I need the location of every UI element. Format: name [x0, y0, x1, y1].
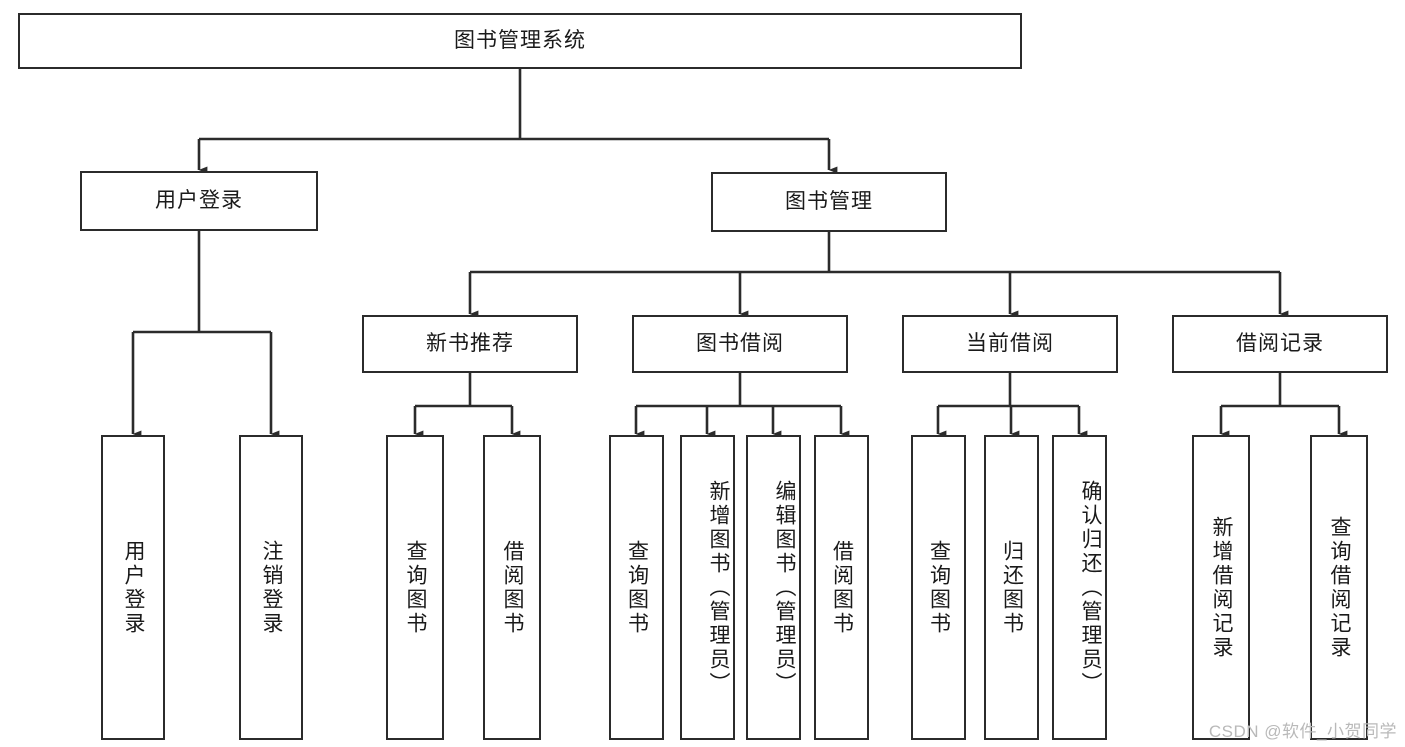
node-label: 查询图书 [404, 539, 427, 636]
node-label: 借阅记录 [1236, 332, 1324, 356]
node-leaf-query-book-3[interactable]: 查询图书 [911, 435, 966, 740]
node-leaf-borrow-book-1[interactable]: 借阅图书 [483, 435, 541, 740]
node-label: 当前借阅 [966, 332, 1054, 356]
node-leaf-logout-login[interactable]: 注销登录 [239, 435, 303, 740]
node-label: 编辑图书（管理员） [773, 479, 796, 696]
node-label: 新增图书（管理员） [707, 479, 730, 696]
node-label: 新增借阅记录 [1210, 515, 1233, 660]
node-label: 用户登录 [122, 539, 145, 636]
node-label: 确认归还（管理员） [1079, 479, 1102, 696]
node-leaf-user-login[interactable]: 用户登录 [101, 435, 165, 740]
node-label: 查询图书 [927, 539, 951, 636]
node-current-borrow[interactable]: 当前借阅 [902, 315, 1118, 373]
node-book-borrow[interactable]: 图书借阅 [632, 315, 848, 373]
node-leaf-borrow-book-2[interactable]: 借阅图书 [814, 435, 869, 740]
node-root[interactable]: 图书管理系统 [18, 13, 1022, 69]
node-user-login[interactable]: 用户登录 [80, 171, 318, 231]
node-leaf-query-borrow-record[interactable]: 查询借阅记录 [1310, 435, 1368, 740]
node-leaf-add-borrow-record[interactable]: 新增借阅记录 [1192, 435, 1250, 740]
node-label: 图书管理系统 [454, 29, 586, 53]
node-label: 借阅图书 [501, 539, 524, 636]
node-new-book-recommend[interactable]: 新书推荐 [362, 315, 578, 373]
node-borrow-record[interactable]: 借阅记录 [1172, 315, 1388, 373]
watermark-text: CSDN @软件_小贺同学 [1208, 722, 1397, 741]
node-label: 查询图书 [625, 539, 649, 636]
node-leaf-add-book-admin[interactable]: 新增图书（管理员） [680, 435, 735, 740]
node-leaf-return-book[interactable]: 归还图书 [984, 435, 1039, 740]
node-leaf-edit-book-admin[interactable]: 编辑图书（管理员） [746, 435, 801, 740]
node-leaf-query-book-2[interactable]: 查询图书 [609, 435, 664, 740]
node-label: 图书管理 [785, 190, 873, 214]
node-label: 图书借阅 [696, 332, 784, 356]
node-leaf-query-book-1[interactable]: 查询图书 [386, 435, 444, 740]
node-label: 归还图书 [1000, 539, 1024, 636]
node-label: 用户登录 [155, 189, 243, 213]
node-label: 查询借阅记录 [1328, 515, 1351, 660]
node-leaf-confirm-return-admin[interactable]: 确认归还（管理员） [1052, 435, 1107, 740]
node-label: 借阅图书 [830, 539, 854, 636]
node-label: 注销登录 [260, 539, 283, 636]
node-label: 新书推荐 [426, 332, 514, 356]
node-book-manage[interactable]: 图书管理 [711, 172, 947, 232]
